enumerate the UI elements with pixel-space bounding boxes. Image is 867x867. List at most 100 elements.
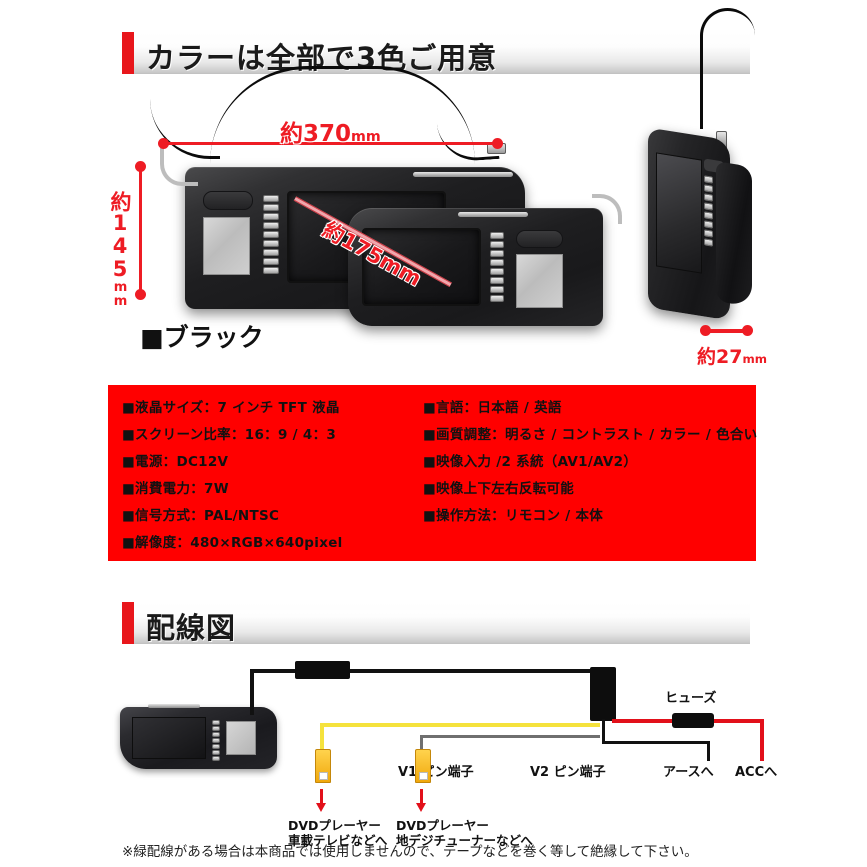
spec-column-left: ■液晶サイズ：7 インチ TFT 液晶 ■スクリーン比率：16：9 / 4：3 … (122, 395, 432, 557)
dim-height-value: 約145 (108, 191, 132, 280)
v1-arrow-head (316, 803, 326, 812)
visor-button[interactable] (263, 258, 279, 265)
dim-depth-label: 約27mm (697, 342, 767, 369)
section-header-colors: カラーは全部で3色ご用意 (122, 32, 750, 75)
product-photo-area: 約370mm 約145mm 約175mm 約27mm ■ブラック (0, 8, 867, 369)
wiring-visor-button (212, 738, 220, 743)
visor2-button[interactable] (490, 277, 504, 284)
v1-destination: DVDプレーヤー 車載テレビなどへ (288, 818, 387, 848)
v1-destination-line2: 車載テレビなどへ (288, 833, 388, 848)
harness-horizontal-top (250, 669, 600, 673)
side-view-back (716, 161, 752, 307)
v1-arrow-stem (320, 789, 323, 805)
visor-mirror (203, 217, 250, 275)
side-view-button[interactable] (704, 238, 713, 247)
harness-vertical-left (250, 669, 254, 715)
visor-button[interactable] (263, 249, 279, 256)
dim-height-label: 約145mm (105, 191, 135, 308)
visor2-button[interactable] (490, 250, 504, 257)
wiring-visor-button (212, 750, 220, 755)
v2-destination-line2: 地デジチューナーなどへ (396, 833, 533, 848)
wire-black-earth-vertical-a (602, 719, 605, 744)
spec-item: ■言語：日本語 / 英語 (423, 400, 562, 416)
side-view-button-column[interactable] (704, 175, 713, 247)
main-connector-block (590, 667, 616, 721)
header-accent-bar-wiring (122, 602, 134, 644)
wiring-visor-buttons (212, 720, 220, 761)
dim-height-dot-bottom (135, 289, 146, 300)
visor2-button[interactable] (490, 286, 504, 293)
dim-width-value: 約370 (280, 121, 352, 147)
wire-gray-v2-horizontal (420, 735, 600, 738)
visor-button-column[interactable] (263, 195, 279, 274)
footnote-text: ※緑配線がある場合は本商品では使用しませんので、テープなどを巻く等して絶縁して下… (122, 844, 698, 860)
v2-label: V2 ピン端子 (530, 765, 606, 780)
spec-item: ■消費電力：7W (122, 481, 229, 497)
section-title-wiring: 配線図 (146, 611, 237, 645)
spec-item: ■映像上下左右反転可能 (423, 481, 575, 497)
spec-item: ■信号方式：PAL/NTSC (122, 508, 280, 524)
visor2-button-column[interactable] (490, 232, 504, 302)
visor-button[interactable] (263, 222, 279, 229)
wire-gray-v2-vertical (420, 735, 423, 751)
visor-button[interactable] (263, 195, 279, 202)
sunvisor-rear-black (348, 208, 603, 326)
dim-depth-value: 約27 (697, 346, 743, 368)
spec-item: ■液晶サイズ：7 インチ TFT 液晶 (122, 400, 340, 416)
v1-label: V1 ピン端子 (398, 765, 474, 780)
visor-button[interactable] (263, 267, 279, 274)
header-accent-bar (122, 32, 134, 74)
wire-black-earth-vertical-b (707, 741, 710, 761)
wiring-visor-rail (148, 704, 200, 708)
spec-item: ■映像入力 /2 系統（AV1/AV2） (423, 454, 638, 470)
visor2-hook-arm (592, 194, 622, 224)
visor-button[interactable] (263, 240, 279, 247)
visor2-pad (516, 230, 563, 248)
visor-top-rail (413, 172, 513, 177)
visor-button[interactable] (263, 204, 279, 211)
wire-red-acc-vertical (760, 719, 764, 761)
specification-box: ■液晶サイズ：7 インチ TFT 液晶 ■スクリーン比率：16：9 / 4：3 … (108, 385, 758, 561)
side-view-button[interactable] (704, 211, 713, 220)
spec-item: ■画質調整：明るさ / コントラスト / カラー / 色合い (423, 427, 758, 443)
v1-pin-plug (315, 749, 331, 783)
wiring-visor-button (212, 756, 220, 761)
side-view-button[interactable] (704, 229, 713, 238)
dim-width-dot-left (158, 138, 169, 149)
spec-item: ■スクリーン比率：16：9 / 4：3 (122, 427, 337, 443)
visor2-button[interactable] (490, 268, 504, 275)
spec-item: ■操作方法：リモコン / 本体 (423, 508, 604, 524)
acc-label: ACCへ (735, 765, 778, 780)
wiring-visor-mirror (226, 721, 256, 755)
section-header-wiring: 配線図 (122, 602, 750, 645)
side-view-button[interactable] (704, 220, 713, 229)
visor2-button[interactable] (490, 232, 504, 239)
antenna-cable-arc (210, 66, 475, 164)
visor-button[interactable] (263, 231, 279, 238)
wire-yellow-v1-horizontal (320, 723, 600, 727)
side-view-button[interactable] (704, 184, 713, 193)
dim-width-label: 約370mm (280, 114, 381, 148)
v2-destination-line1: DVDプレーヤー (396, 818, 489, 833)
dim-depth-line (706, 329, 748, 333)
header-gradient-bar-wiring (134, 602, 750, 644)
visor-pad (203, 191, 253, 210)
visor2-button[interactable] (490, 259, 504, 266)
wiring-visor-button (212, 732, 220, 737)
header-gradient-bar (134, 32, 750, 74)
visor2-button[interactable] (490, 241, 504, 248)
visor-button[interactable] (263, 213, 279, 220)
visor2-top-rail (458, 212, 528, 217)
side-view-button[interactable] (704, 193, 713, 202)
side-view-button[interactable] (704, 202, 713, 211)
wiring-visor-button (212, 720, 220, 725)
fuse-block (672, 713, 714, 728)
visor2-button[interactable] (490, 295, 504, 302)
spec-item: ■解像度：480×RGB×640pixel (122, 535, 343, 551)
earth-label: アースへ (663, 765, 714, 780)
dim-width-unit: mm (351, 129, 381, 145)
sunvisor-side-view (648, 127, 758, 324)
side-view-button[interactable] (704, 175, 713, 184)
visor-hook-arm (160, 148, 198, 186)
visor2-mirror (516, 254, 563, 308)
